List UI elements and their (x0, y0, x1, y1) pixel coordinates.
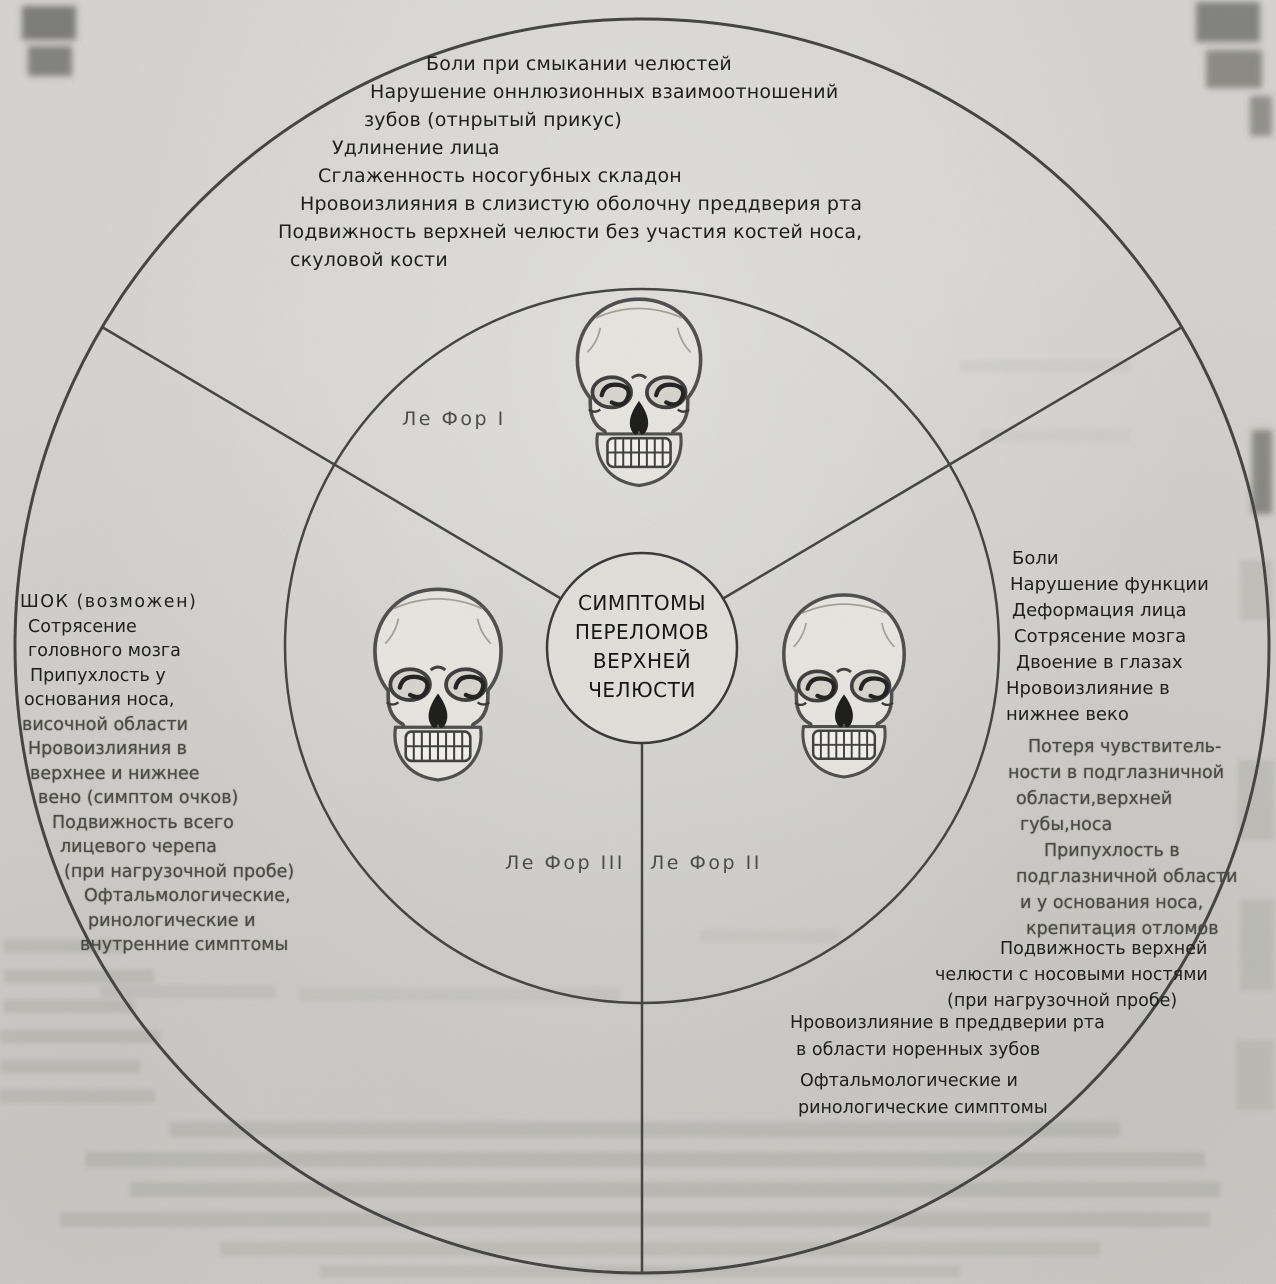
lefort2-symptoms-lower: Подвижность верхней челюсти с носовыми н… (895, 936, 1208, 1014)
symptom-line: верхнее и нижнее (30, 763, 200, 784)
symptom-line: ности в подглазничной (1008, 763, 1225, 783)
symptom-line: скуловой кости (290, 249, 448, 271)
symptom-line: Нровоизлияния в (28, 739, 187, 759)
symptom-line: (при нагрузочной пробе) (947, 991, 1178, 1011)
symptom-line: Припухлость у (30, 665, 166, 686)
symptom-line: челюсти с носовыми ностями (935, 965, 1208, 985)
symptom-line: Сотрясение мозга (1014, 626, 1187, 647)
lefort2-symptoms-mid: Потеря чувствитель- ности в подглазнично… (1006, 734, 1238, 942)
symptom-line: зубов (отнрытый прикус) (364, 109, 622, 131)
symptom-line: Сглаженность носогубных складон (318, 165, 682, 187)
lefort3-symptoms: ШОК (возможен) Сотрясение головного мозг… (20, 590, 294, 958)
lefort2-symptoms-upper: Боли Нарушение функции Деформация лица С… (1006, 546, 1209, 728)
symptom-line: ШОК (возможен) (20, 592, 198, 612)
symptom-line: Подвижность верхней челюсти без участия … (278, 221, 863, 243)
symptom-line: Нровоизлияния в слизистую оболочну предд… (300, 193, 863, 215)
title-line: ВЕРХНЕЙ (592, 649, 692, 673)
label-lefort2: Ле Фор II (650, 852, 762, 874)
symptom-line: Боли (1012, 548, 1059, 569)
symptom-line: нижнее веко (1006, 704, 1129, 725)
symptom-line: Припухлость в (1044, 841, 1180, 861)
lefort2-symptoms-bottom: Нровоизлияние в преддверии рта в области… (790, 1010, 1105, 1121)
symptom-line: подглазничной области (1016, 867, 1238, 887)
symptom-line: Двоение в глазах (1016, 652, 1183, 673)
symptom-line: Подвижность верхней (1000, 939, 1208, 959)
title-line: ЧЕЛЮСТИ (588, 678, 696, 702)
symptom-line: и у основания носа, (1020, 893, 1204, 913)
symptom-line: Офтальмологические, (84, 886, 291, 906)
symptom-line: основания носа, (24, 690, 175, 710)
symptom-line: (при нагрузочной пробе) (64, 861, 295, 882)
symptom-line: Нровоизлияние в (1006, 678, 1170, 699)
symptom-line: Нарушение оннлюзионных взаимоотношений (370, 81, 839, 103)
lefort1-symptoms: Боли при смыкании челюстей Нарушение онн… (278, 50, 862, 274)
symptom-line: Потеря чувствитель- (1028, 737, 1222, 757)
symptom-line: внутренние симптомы (80, 935, 289, 955)
symptom-line: крепитация отломов (1026, 919, 1219, 939)
symptom-line: губы,носа (1020, 815, 1113, 835)
symptom-line: области,верхней (1016, 789, 1173, 809)
symptom-line: Боли при смыкании челюстей (426, 53, 732, 75)
symptom-line: Подвижность всего (52, 812, 234, 833)
symptom-line: Сотрясение (28, 616, 137, 637)
label-lefort3: Ле Фор III (505, 852, 625, 874)
title-line: СИМПТОМЫ (577, 591, 707, 615)
diagram-title: СИМПТОМЫ ПЕРЕЛОМОВ ВЕРХНЕЙ ЧЕЛЮСТИ (552, 589, 732, 705)
symptom-line: головного мозга (28, 641, 181, 661)
symptom-line: вено (симптом очков) (38, 788, 239, 808)
symptom-line: ринологические симптомы (798, 1097, 1048, 1118)
symptom-line: Офтальмологические и (800, 1071, 1018, 1091)
label-lefort1: Ле Фор I (402, 408, 506, 430)
symptom-line: Деформация лица (1012, 600, 1187, 621)
symptom-line: ринологические и (88, 910, 256, 931)
title-line: ПЕРЕЛОМОВ (574, 620, 710, 644)
symptom-line: в области норенных зубов (796, 1039, 1041, 1060)
symptom-line: височной области (22, 714, 189, 735)
symptom-line: Удлинение лица (332, 137, 500, 159)
symptom-line: лицевого черепа (60, 837, 217, 857)
symptom-line: Нарушение функции (1010, 574, 1209, 595)
symptom-line: Нровоизлияние в преддверии рта (790, 1013, 1105, 1033)
